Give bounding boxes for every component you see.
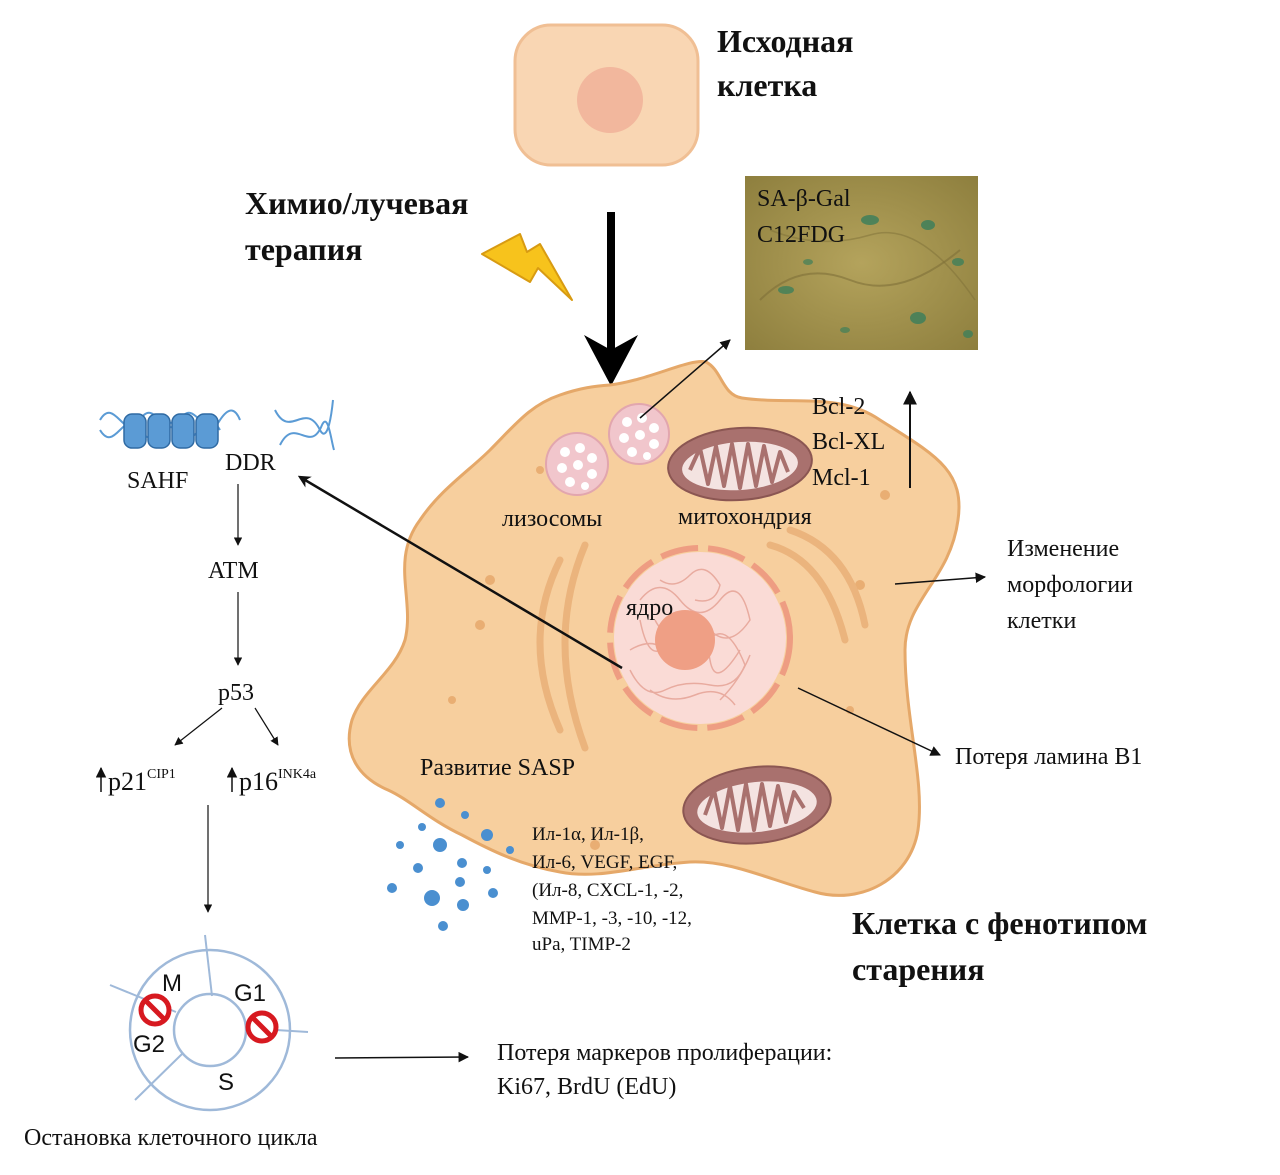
mitochondria-label: митохондрия — [678, 504, 812, 530]
sasp-title: Развитие SASP — [420, 755, 575, 781]
anti-apoptotic-list: Bcl-2 Bcl-XL Mcl-1 — [812, 394, 890, 491]
arrow-p53-to-p16 — [254, 707, 279, 746]
cell-cycle-ring — [109, 934, 309, 1112]
therapy-label: Химио/лучевая терапия — [245, 185, 476, 267]
arrow-nucleus-to-ddr — [297, 475, 623, 670]
arrow-to-lamin — [797, 687, 941, 756]
stop-sign-icon-g1 — [245, 1010, 279, 1044]
original-cell-title: Исходная клетка — [717, 23, 861, 103]
nucleolus — [655, 610, 715, 670]
morphology-change-label: Изменение морфологии клетки — [1007, 536, 1139, 634]
stop-sign-icon-m — [138, 993, 172, 1027]
phase-m-label: M — [162, 970, 182, 997]
arrow-to-morphology — [894, 572, 987, 585]
mitochondrion-top — [667, 426, 813, 502]
arrow-to-proliferation — [334, 1051, 470, 1063]
ddr-label: DDR — [225, 450, 276, 476]
atm-label: ATM — [208, 558, 259, 584]
proliferation-loss-label: Потеря маркеров пролиферации: Ki67, BrdU… — [497, 1040, 838, 1100]
p21-label: p21CIP1 — [108, 767, 176, 796]
original-cell — [513, 23, 700, 167]
original-cell-nucleus — [577, 67, 643, 133]
lightning-icon — [481, 233, 573, 301]
nucleus — [607, 545, 793, 731]
sahf-chromatin-icon — [99, 399, 335, 451]
arrow-lysosome-to-stain — [639, 339, 731, 419]
cell-cycle-arrest-caption: Остановка клеточного цикла — [24, 1125, 318, 1151]
lamin-loss-label: Потеря ламина B1 — [955, 744, 1142, 770]
stain-labels: SA-β-Gal C12FDG — [757, 186, 857, 248]
arrow-p53-to-p21 — [174, 707, 223, 746]
p16-label: p16INK4a — [239, 767, 317, 796]
senescent-cell-title: Клетка с фенотипом старения — [852, 905, 1155, 987]
cell-vesicles — [448, 466, 890, 850]
lysosome-right — [608, 403, 670, 465]
lysosomes-label: лизосомы — [502, 506, 602, 532]
endoplasmic-reticulum — [536, 526, 869, 752]
therapy-arrow — [584, 212, 638, 386]
sahf-label: SAHF — [127, 468, 188, 494]
phase-g1-label: G1 — [234, 980, 266, 1007]
p53-label: p53 — [218, 680, 254, 706]
sasp-secreted-factors-dots — [387, 798, 514, 931]
mitochondrion-bottom — [682, 765, 832, 845]
sasp-factor-list: Ил-1α, Ил-1β, Ил-6, VEGF, EGF, (Ил-8, CX… — [532, 824, 697, 955]
stain-image — [745, 176, 978, 350]
nucleus-label: ядро — [626, 595, 673, 621]
phase-g2-label: G2 — [133, 1031, 165, 1058]
phase-s-label: S — [218, 1069, 234, 1096]
lysosome-left — [545, 432, 609, 496]
